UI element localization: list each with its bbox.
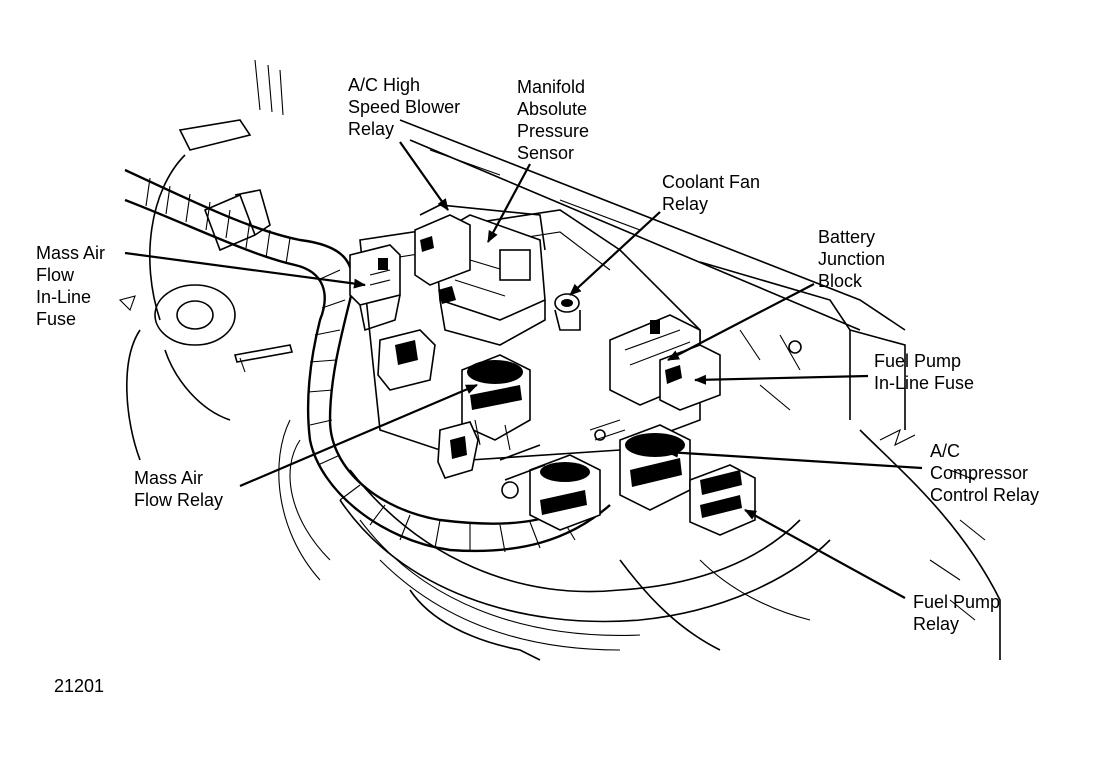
ac-compressor-relay-part	[619, 424, 691, 511]
leader-fuel-pump-inline-fuse	[694, 374, 869, 385]
wiring-harness	[124, 168, 831, 661]
label-manifold-absolute-pressure-sensor: Manifold Absolute Pressure Sensor	[517, 77, 590, 163]
leader-battery-junction-block	[667, 283, 815, 361]
fuel-pump-fuse-part	[659, 344, 721, 411]
strut-tower	[118, 119, 294, 461]
leader-manifold-absolute-pressure-sensor	[487, 163, 531, 243]
fender-panel	[399, 119, 1001, 660]
leader-mass-air-flow-inline-fuse	[124, 251, 366, 289]
leader-lines	[124, 141, 923, 599]
label-fuel-pump-relay: Fuel Pump Relay	[913, 592, 1001, 634]
figure-number: 21201	[54, 676, 105, 696]
label-mass-air-flow-inline-fuse: Mass Air Flow In-Line Fuse	[36, 243, 106, 329]
lower-relay-part	[529, 454, 601, 531]
label-mass-air-flow-relay: Mass Air Flow Relay	[134, 468, 224, 510]
label-ac-high-speed-blower-relay: A/C High Speed Blower Relay	[348, 75, 461, 139]
leader-fuel-pump-relay	[744, 509, 906, 599]
leader-mass-air-flow-relay	[239, 383, 478, 488]
coolant-fan-relay-part	[554, 293, 581, 331]
fuel-pump-relay-part	[689, 464, 756, 536]
label-fuel-pump-inline-fuse: Fuel Pump In-Line Fuse	[874, 351, 975, 393]
label-coolant-fan-relay: Coolant Fan Relay	[662, 172, 761, 214]
leader-ac-high-speed-blower-relay	[399, 141, 449, 211]
label-battery-junction-block: Battery Junction Block	[818, 227, 886, 291]
mass-air-flow-fuse	[349, 244, 401, 332]
leader-ac-compressor-control-relay	[666, 447, 923, 470]
label-ac-compressor-control-relay: A/C Compressor Control Relay	[930, 441, 1040, 505]
small-connectors	[377, 329, 626, 499]
hood-edge-lines	[254, 59, 284, 116]
ac-blower-relay	[414, 214, 471, 286]
mass-air-flow-relay-part	[461, 354, 531, 451]
leader-coolant-fan-relay	[569, 211, 661, 296]
